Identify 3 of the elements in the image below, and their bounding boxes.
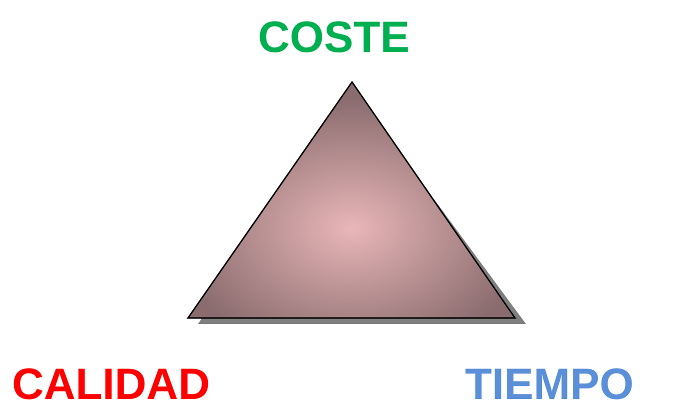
corner-label: COSTE bbox=[258, 16, 410, 60]
corner-label: TIEMPO bbox=[465, 363, 634, 403]
corner-label: CALIDAD bbox=[12, 363, 210, 403]
